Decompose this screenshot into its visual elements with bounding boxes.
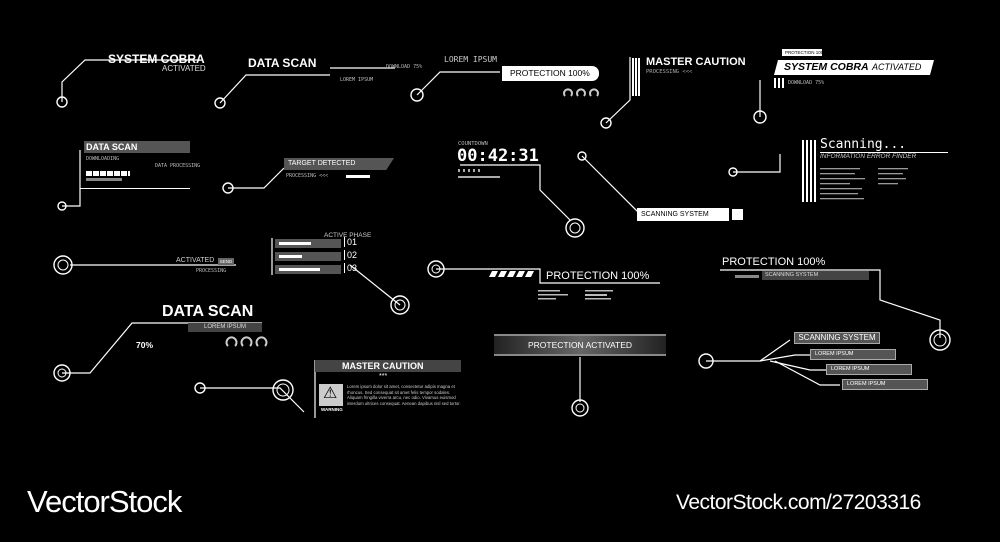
cobra-status: ACTIVATED [162, 64, 206, 73]
caution-title: MASTER CAUTION [646, 56, 746, 68]
node-circle [698, 353, 714, 369]
warning-panel [319, 384, 343, 406]
activated-label: ACTIVATED [176, 257, 215, 264]
node-circle [728, 167, 738, 177]
lorem-text: LOREM IPSUM [340, 77, 374, 83]
phase-level-bar [279, 268, 320, 271]
node-circle [194, 382, 206, 394]
target-detected-label: TARGET DETECTED [284, 158, 394, 170]
data-scan-header [84, 141, 190, 153]
scan-list-item: LOREM IPSUM [826, 364, 912, 375]
cobra-title: SYSTEM COBRA [108, 52, 205, 66]
cobra-sub: DOWNLOAD 75% [788, 80, 825, 86]
scanning-system-chip [732, 209, 743, 220]
node-circle [222, 182, 234, 194]
phase-number: 03 [344, 263, 357, 273]
active-phase-title: ACTIVE PHASE [324, 232, 372, 239]
data-processing-note: DATA PROCESSING [155, 163, 201, 169]
scan-list-item: LOREM IPSUM [842, 379, 928, 390]
activated-sub: PROCESSING [196, 268, 227, 274]
scan-list-title: SCANNING SYSTEM [794, 332, 880, 344]
caution-stars: *** [379, 373, 388, 380]
node-circle [600, 117, 612, 129]
protection-pill: PROTECTION 100% [502, 66, 599, 81]
node-circle [427, 260, 445, 278]
data-scan-divider [80, 188, 190, 189]
protection-right-label: PROTECTION 100% [722, 256, 826, 268]
node-circle [53, 255, 73, 275]
phase-row [275, 265, 341, 274]
scanning-system-label: SCANNING SYSTEM [637, 208, 729, 221]
cobra-banner-status: ACTIVATED [872, 62, 922, 72]
node-circle [565, 218, 585, 238]
phase-number: 02 [344, 250, 357, 260]
node-circle [390, 295, 410, 315]
node-circle [577, 151, 587, 161]
caution-sub: PROCESSING <<< [646, 69, 693, 75]
protection-mid-label: PROTECTION 100% [546, 270, 650, 282]
caution-box-title: MASTER CAUTION [342, 361, 424, 371]
phase-level-bar [279, 255, 302, 258]
data-scan-big-sub: LOREM IPSUM [188, 323, 262, 332]
data-scan-progress [86, 171, 130, 176]
data-scan-bar [86, 178, 122, 181]
data-scan-box-title: DATA SCAN [86, 142, 138, 152]
scan-list-item: LOREM IPSUM [810, 349, 896, 360]
countdown-time: 00:42:31 [457, 146, 539, 166]
node-circle [53, 364, 71, 382]
caution-body: Lorem ipsum dolor sit amet, consectetur … [347, 384, 461, 406]
target-sub: PROCESSING <<< [286, 173, 329, 179]
lorem-header: LOREM IPSUM [444, 55, 497, 64]
node-circle [214, 97, 226, 109]
warning-label: WARNING [321, 407, 343, 412]
node-circle [753, 110, 767, 124]
node-circle [410, 88, 424, 102]
node-circle [272, 379, 294, 401]
scanning-title: Scanning... [820, 137, 907, 152]
protection-right-sub: SCANNING SYSTEM [762, 271, 869, 280]
node-circle [57, 201, 67, 211]
node-circle [56, 96, 68, 108]
download-text: DOWNLOAD 75% [386, 64, 423, 70]
data-scan-percent: 70% [136, 340, 154, 350]
watermark-right: VectorStock.com/27203316 [676, 491, 921, 514]
data-scan-big-title: DATA SCAN [162, 303, 254, 320]
caution-box-header [315, 360, 461, 372]
data-scan-title: DATA SCAN [248, 56, 317, 70]
phase-row [275, 239, 341, 248]
watermark-left: VectorStock [27, 484, 182, 519]
phase-row [275, 252, 341, 261]
cobra-tag: PROTECTION 100% [782, 49, 827, 56]
phase-level-bar [279, 242, 311, 245]
node-circle [929, 329, 951, 351]
cobra-banner-title: SYSTEM COBRA [784, 61, 869, 73]
warning-icon: ⚠ [323, 385, 338, 402]
data-scan-box-sub: DOWNLOADING [86, 156, 120, 162]
scanning-sub: INFORMATION ERROR FINDER [820, 153, 917, 160]
countdown-caption: COUNTDOWN [458, 141, 488, 147]
node-circle [571, 399, 589, 417]
send-chip: SEND [218, 258, 234, 265]
protection-activated-banner: PROTECTION ACTIVATED [494, 334, 666, 356]
phase-number: 01 [344, 237, 357, 247]
scanning-divider [820, 152, 948, 153]
